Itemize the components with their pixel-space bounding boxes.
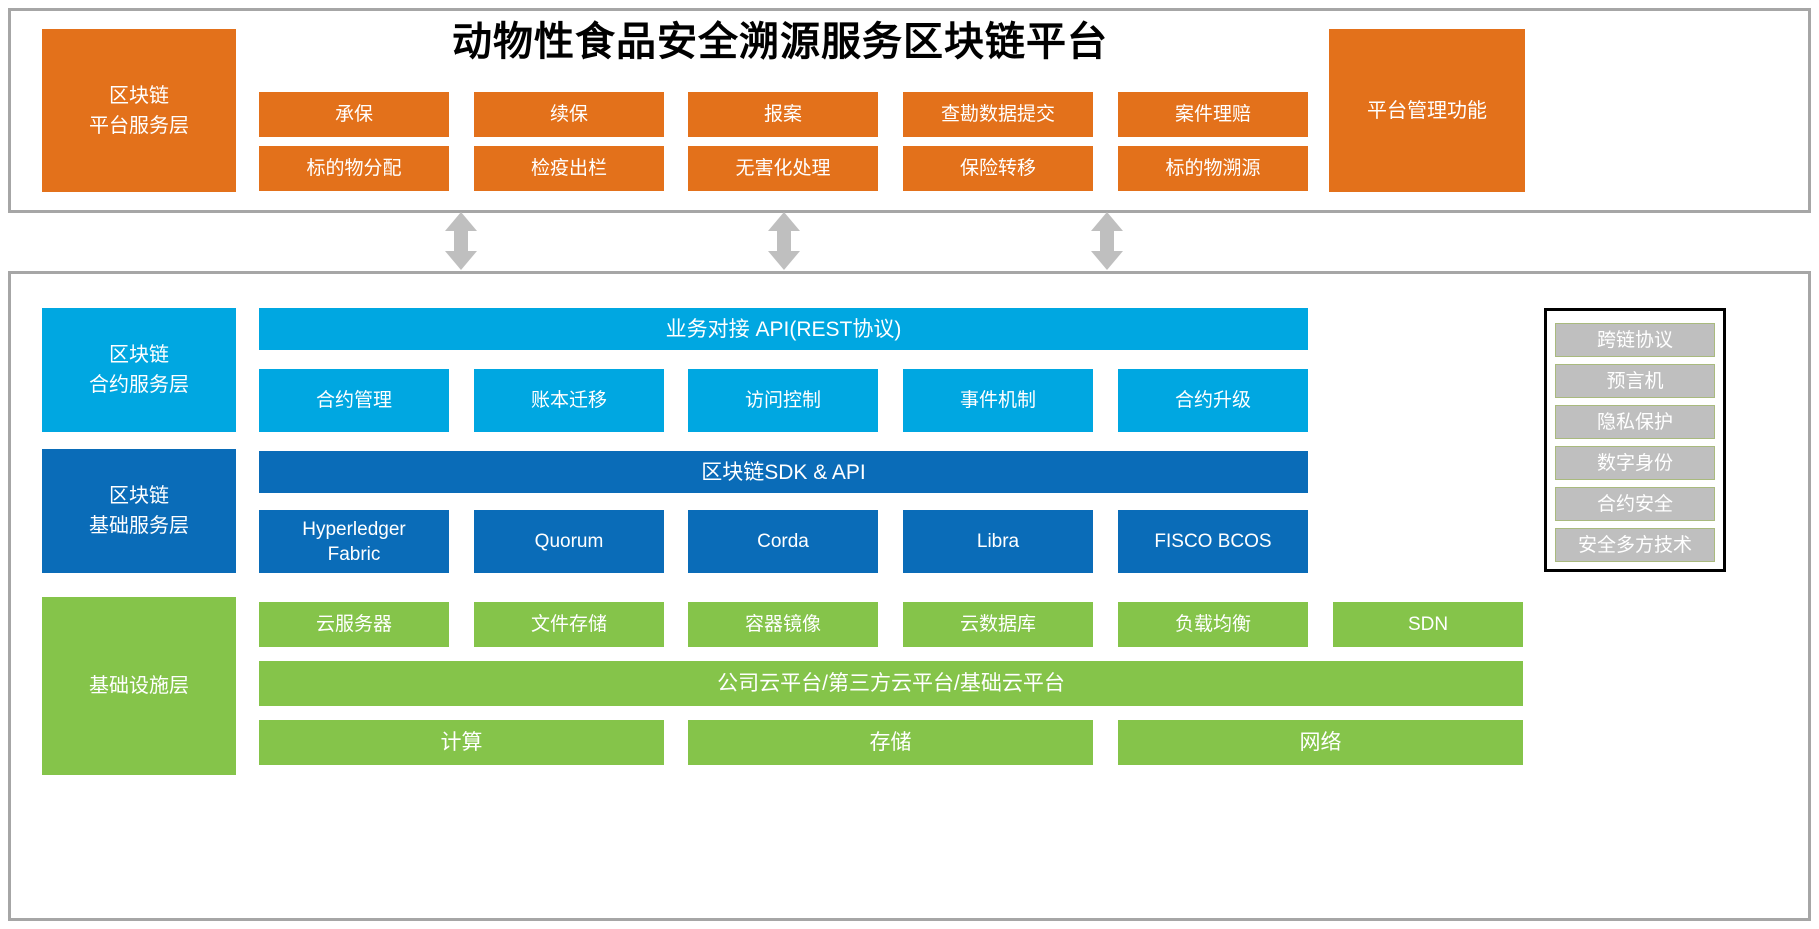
blockchain-sdk-bar[interactable]: 区块链SDK & API: [259, 451, 1308, 493]
base-item-box[interactable]: Libra: [903, 510, 1093, 573]
contract-item-box[interactable]: 访问控制: [688, 369, 878, 432]
business-api-bar[interactable]: 业务对接 API(REST协议): [259, 308, 1308, 350]
page-title: 动物性食品安全溯源服务区块链平台: [452, 20, 1108, 64]
infra-resource-box[interactable]: 存储: [688, 720, 1093, 765]
business-box[interactable]: 案件理赔: [1118, 92, 1308, 137]
contract-item-box[interactable]: 合约升级: [1118, 369, 1308, 432]
business-box[interactable]: 无害化处理: [688, 146, 878, 191]
business-box[interactable]: 标的物溯源: [1118, 146, 1308, 191]
business-box[interactable]: 续保: [474, 92, 664, 137]
infra-item-box[interactable]: 云数据库: [903, 602, 1093, 647]
infra-item-box[interactable]: 负载均衡: [1118, 602, 1308, 647]
business-box[interactable]: 保险转移: [903, 146, 1093, 191]
platform-admin-box[interactable]: 平台管理功能: [1329, 29, 1525, 192]
contract-item-box[interactable]: 合约管理: [259, 369, 449, 432]
business-box[interactable]: 检疫出栏: [474, 146, 664, 191]
support-item-box[interactable]: 跨链协议: [1555, 323, 1715, 357]
support-item-box[interactable]: 安全多方技术: [1555, 528, 1715, 562]
business-box[interactable]: 标的物分配: [259, 146, 449, 191]
cloud-platform-bar[interactable]: 公司云平台/第三方云平台/基础云平台: [259, 661, 1523, 706]
double-headed-vertical-arrow-icon: [1090, 212, 1124, 270]
double-headed-vertical-arrow-icon: [444, 212, 478, 270]
layer-label-base-service: 区块链 基础服务层: [42, 449, 236, 573]
layer-label-contract-service: 区块链 合约服务层: [42, 308, 236, 432]
support-item-box[interactable]: 预言机: [1555, 364, 1715, 398]
business-box[interactable]: 承保: [259, 92, 449, 137]
business-box[interactable]: 查勘数据提交: [903, 92, 1093, 137]
business-box[interactable]: 报案: [688, 92, 878, 137]
support-item-box[interactable]: 数字身份: [1555, 446, 1715, 480]
layer-label-infrastructure: 基础设施层: [42, 597, 236, 775]
double-headed-vertical-arrow-icon: [767, 212, 801, 270]
base-item-box[interactable]: Quorum: [474, 510, 664, 573]
contract-item-box[interactable]: 事件机制: [903, 369, 1093, 432]
infra-item-box[interactable]: 云服务器: [259, 602, 449, 647]
support-item-box[interactable]: 合约安全: [1555, 487, 1715, 521]
contract-item-box[interactable]: 账本迁移: [474, 369, 664, 432]
infra-item-box[interactable]: 容器镜像: [688, 602, 878, 647]
infra-resource-box[interactable]: 计算: [259, 720, 664, 765]
base-item-box[interactable]: Corda: [688, 510, 878, 573]
support-item-box[interactable]: 隐私保护: [1555, 405, 1715, 439]
layer-label-platform-service: 区块链 平台服务层: [42, 29, 236, 192]
infra-resource-box[interactable]: 网络: [1118, 720, 1523, 765]
infra-item-box[interactable]: 文件存储: [474, 602, 664, 647]
infra-item-box[interactable]: SDN: [1333, 602, 1523, 647]
base-item-box[interactable]: FISCO BCOS: [1118, 510, 1308, 573]
base-item-box[interactable]: Hyperledger Fabric: [259, 510, 449, 573]
